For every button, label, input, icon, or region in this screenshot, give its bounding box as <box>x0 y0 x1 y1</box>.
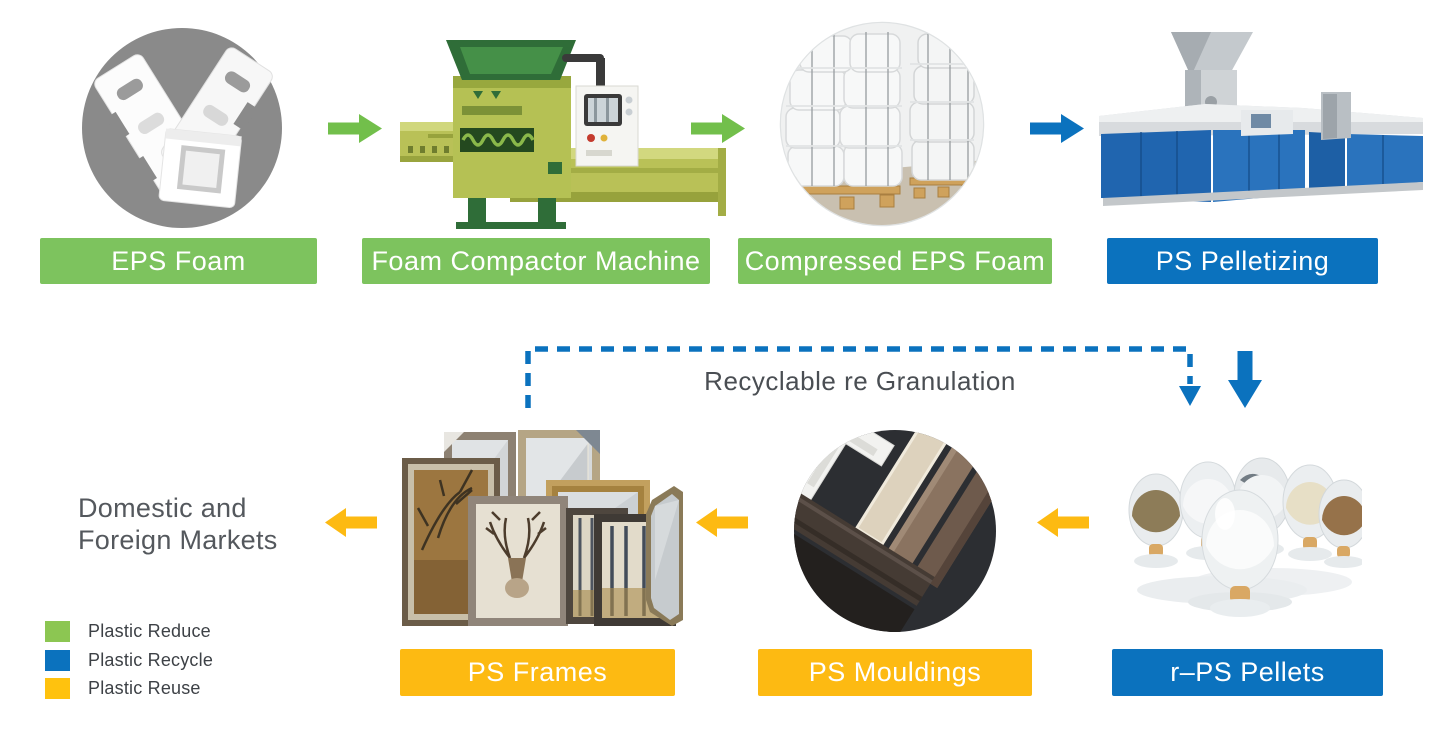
arrow-left-yellow-icon-3 <box>325 508 377 537</box>
legend-item-plastic-reuse: Plastic Reuse <box>45 678 213 699</box>
legend-label: Plastic Reduce <box>88 621 211 641</box>
legend-item-plastic-reduce: Plastic Reduce <box>45 621 213 642</box>
legend-label: Plastic Reuse <box>88 678 201 698</box>
arrow-right-blue-icon <box>1030 114 1084 143</box>
stage-label-ps-pelletizing: PS Pelletizing <box>1107 238 1378 284</box>
legend-swatch-blue <box>45 649 70 671</box>
ps-pelletizing-photo <box>1099 32 1423 206</box>
markets-line-2: Foreign Markets <box>78 525 278 555</box>
recycle-loop-label: Recyclable re Granulation <box>704 366 1016 396</box>
legend-swatch-green <box>45 621 70 642</box>
arrow-left-yellow-icon-1 <box>1037 508 1089 537</box>
markets-text: Domestic and Foreign Markets <box>78 492 278 556</box>
dashed-return-path-icon <box>525 346 1201 408</box>
ps-mouldings-photo <box>794 430 996 632</box>
foam-compactor-photo <box>400 40 726 229</box>
r-ps-pellets-photo <box>1128 457 1362 617</box>
stage-label-foam-compactor: Foam Compactor Machine <box>362 238 710 284</box>
legend-label: Plastic Recycle <box>88 649 214 670</box>
legend-item-plastic-recycle: Plastic Recycle <box>45 649 214 671</box>
stage-label-r-ps-pellets: r–PS Pellets <box>1112 649 1383 696</box>
legend-swatch-yellow <box>45 678 70 699</box>
arrow-down-blue-icon <box>1228 351 1262 408</box>
markets-line-1: Domestic and <box>78 493 247 523</box>
compressed-eps-photo <box>779 21 985 227</box>
arrow-right-green-icon-1 <box>328 114 382 143</box>
stage-label-eps-foam: EPS Foam <box>40 238 317 284</box>
arrow-right-green-icon-2 <box>691 114 745 143</box>
legend: Plastic Reduce Plastic Recycle Plastic R… <box>45 621 213 707</box>
stage-label-compressed-eps: Compressed EPS Foam <box>738 238 1052 284</box>
stage-label-ps-frames: PS Frames <box>400 649 675 696</box>
eps-foam-photo <box>82 28 282 228</box>
ps-frames-photo <box>402 430 683 626</box>
stage-label-ps-mouldings: PS Mouldings <box>758 649 1032 696</box>
arrow-left-yellow-icon-2 <box>696 508 748 537</box>
